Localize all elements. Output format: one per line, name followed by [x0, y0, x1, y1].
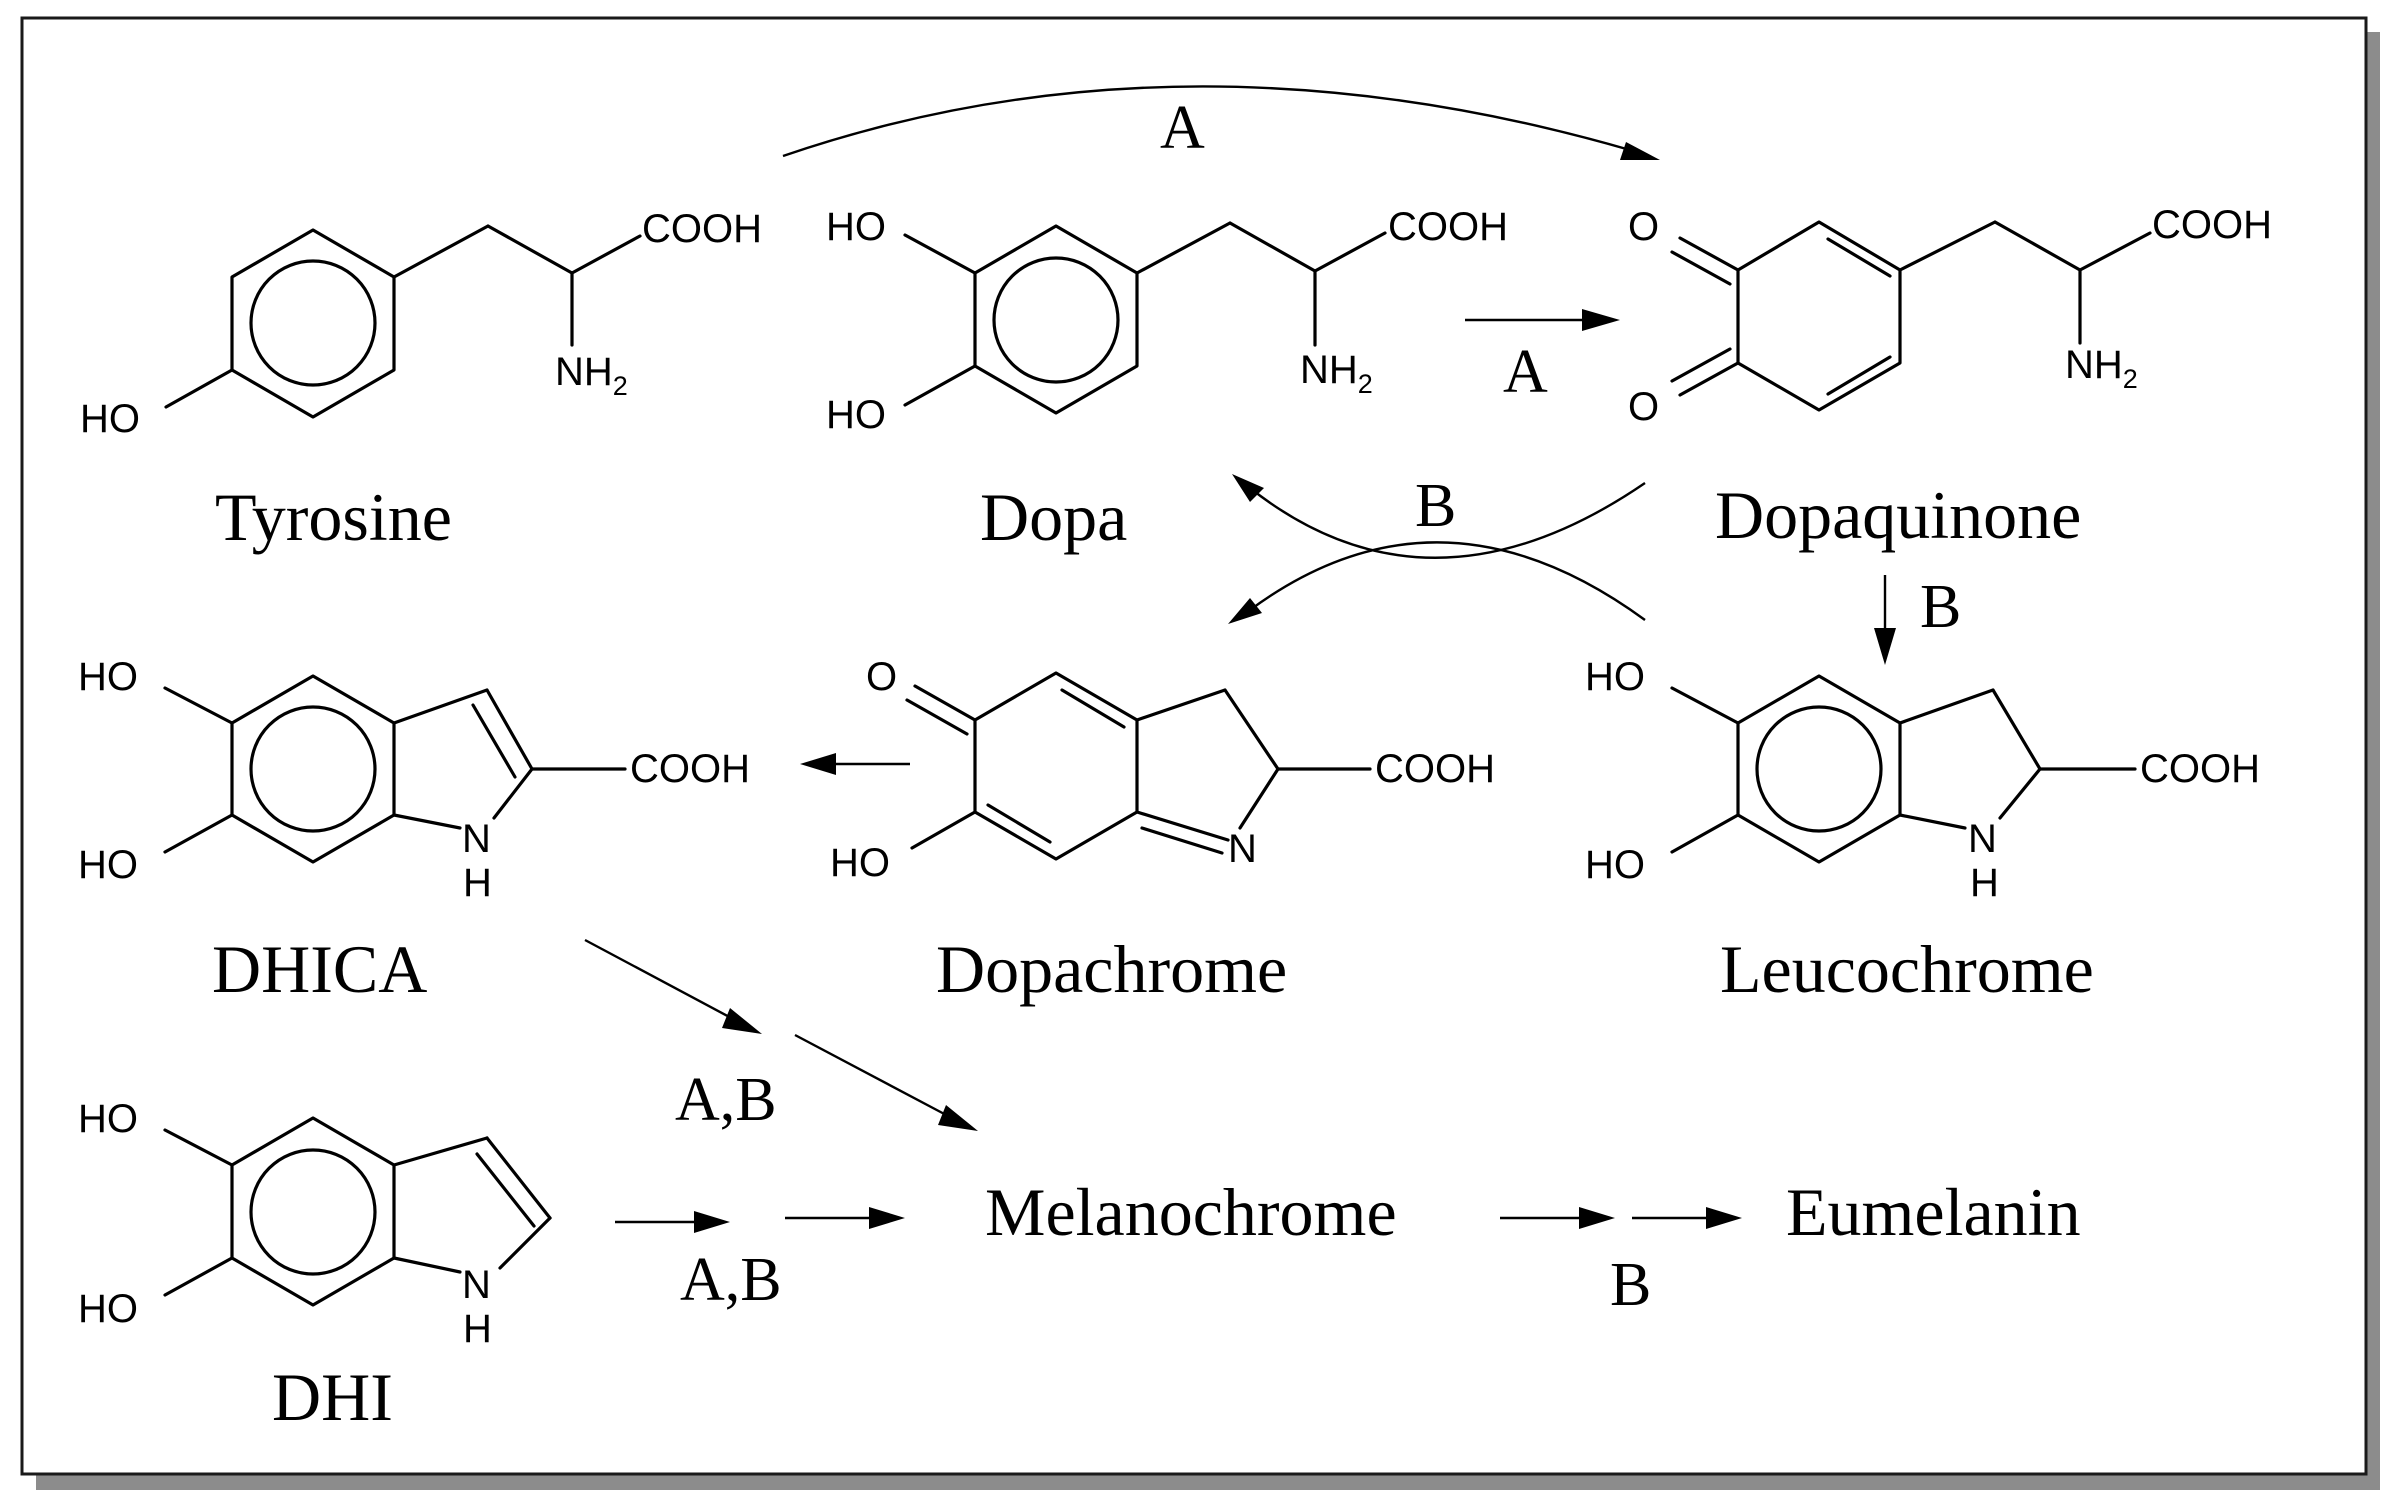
dopachrome-o-label: O	[866, 655, 897, 699]
label-dopaquinone-to-dopa: B	[1415, 472, 1456, 540]
dhica-structure: HO HO COOH N H	[78, 655, 750, 905]
leucochrome-cooh-label: COOH	[2140, 747, 2260, 791]
label-dopa-to-dopaquinone: A	[1503, 338, 1548, 406]
dopaquinone-name: Dopaquinone	[1715, 477, 2081, 553]
dhica-name: DHICA	[212, 931, 427, 1007]
label-melanochrome-to-eumelanin: B	[1610, 1251, 1651, 1319]
arrow-to-dopachrome	[1228, 541, 1646, 624]
dopaquinone-o2-label: O	[1628, 385, 1659, 429]
tyrosine-name: Tyrosine	[215, 479, 452, 555]
dopa-cooh-label: COOH	[1388, 205, 1508, 249]
leucochrome-h-label: H	[1970, 861, 1999, 905]
dhi-n-label: N	[462, 1263, 491, 1307]
dopa-name: Dopa	[980, 479, 1127, 555]
tyrosine-nh2-label: NH2	[555, 350, 628, 401]
tyrosine-ho-label: HO	[80, 397, 140, 441]
melanochrome-name: Melanochrome	[985, 1174, 1397, 1250]
dopaquinone-structure: O O COOH NH2	[1628, 203, 2272, 429]
dhi-structure: HO HO N H	[78, 1097, 552, 1351]
dopa-nh2-label: NH2	[1300, 348, 1373, 399]
arrow-dopaquinone-to-dopa	[1232, 474, 1646, 559]
dhica-h-label: H	[463, 861, 492, 905]
dopa-structure: HO HO COOH NH2	[826, 205, 1508, 437]
dhi-name: DHI	[272, 1359, 393, 1435]
arrow-melanochrome-to-eumelanin	[1500, 1207, 1742, 1229]
leucochrome-structure: HO HO COOH N H	[1585, 655, 2260, 905]
dopa-ho1-label: HO	[826, 205, 886, 249]
label-dhi-to-melanochrome: A,B	[680, 1246, 782, 1314]
dopachrome-ho-label: HO	[830, 841, 890, 885]
arrow-dhi-to-melanochrome	[615, 1207, 905, 1233]
dhi-ho1-label: HO	[78, 1097, 138, 1141]
leucochrome-ho1-label: HO	[1585, 655, 1645, 699]
arrow-dopa-to-dopaquinone	[1465, 309, 1620, 331]
dhica-ho2-label: HO	[78, 843, 138, 887]
arrow-dhica-to-melanochrome	[584, 938, 978, 1131]
dhica-n-label: N	[462, 817, 491, 861]
diagram-frame	[20, 16, 2368, 1476]
eumelanin-name: Eumelanin	[1786, 1174, 2081, 1250]
tyrosine-cooh-label: COOH	[642, 207, 762, 251]
dopa-ho2-label: HO	[826, 393, 886, 437]
leucochrome-ho2-label: HO	[1585, 843, 1645, 887]
leucochrome-n-label: N	[1968, 817, 1997, 861]
dopachrome-n-label: N	[1228, 827, 1257, 871]
arrow-tyrosine-to-dopaquinone	[782, 85, 1660, 160]
leucochrome-name: Leucochrome	[1720, 931, 2094, 1007]
dopachrome-name: Dopachrome	[936, 931, 1287, 1007]
label-dhica-to-melanochrome: A,B	[675, 1066, 777, 1134]
label-tyrosine-to-dopaquinone: A	[1160, 94, 1205, 162]
dopachrome-structure: O HO COOH N	[830, 655, 1495, 885]
dopachrome-cooh-label: COOH	[1375, 747, 1495, 791]
dopaquinone-nh2-label: NH2	[2065, 343, 2138, 394]
dhica-cooh-label: COOH	[630, 747, 750, 791]
dopaquinone-cooh-label: COOH	[2152, 203, 2272, 247]
arrow-dopachrome-to-dhica	[800, 753, 910, 775]
dhi-h-label: H	[463, 1307, 492, 1351]
label-dopaquinone-to-leucochrome: B	[1920, 573, 1961, 641]
tyrosine-structure: COOH NH2 HO	[80, 207, 762, 441]
dhica-ho1-label: HO	[78, 655, 138, 699]
dhi-ho2-label: HO	[78, 1287, 138, 1331]
dopaquinone-o1-label: O	[1628, 205, 1659, 249]
arrow-dopaquinone-to-leucochrome	[1874, 575, 1896, 665]
